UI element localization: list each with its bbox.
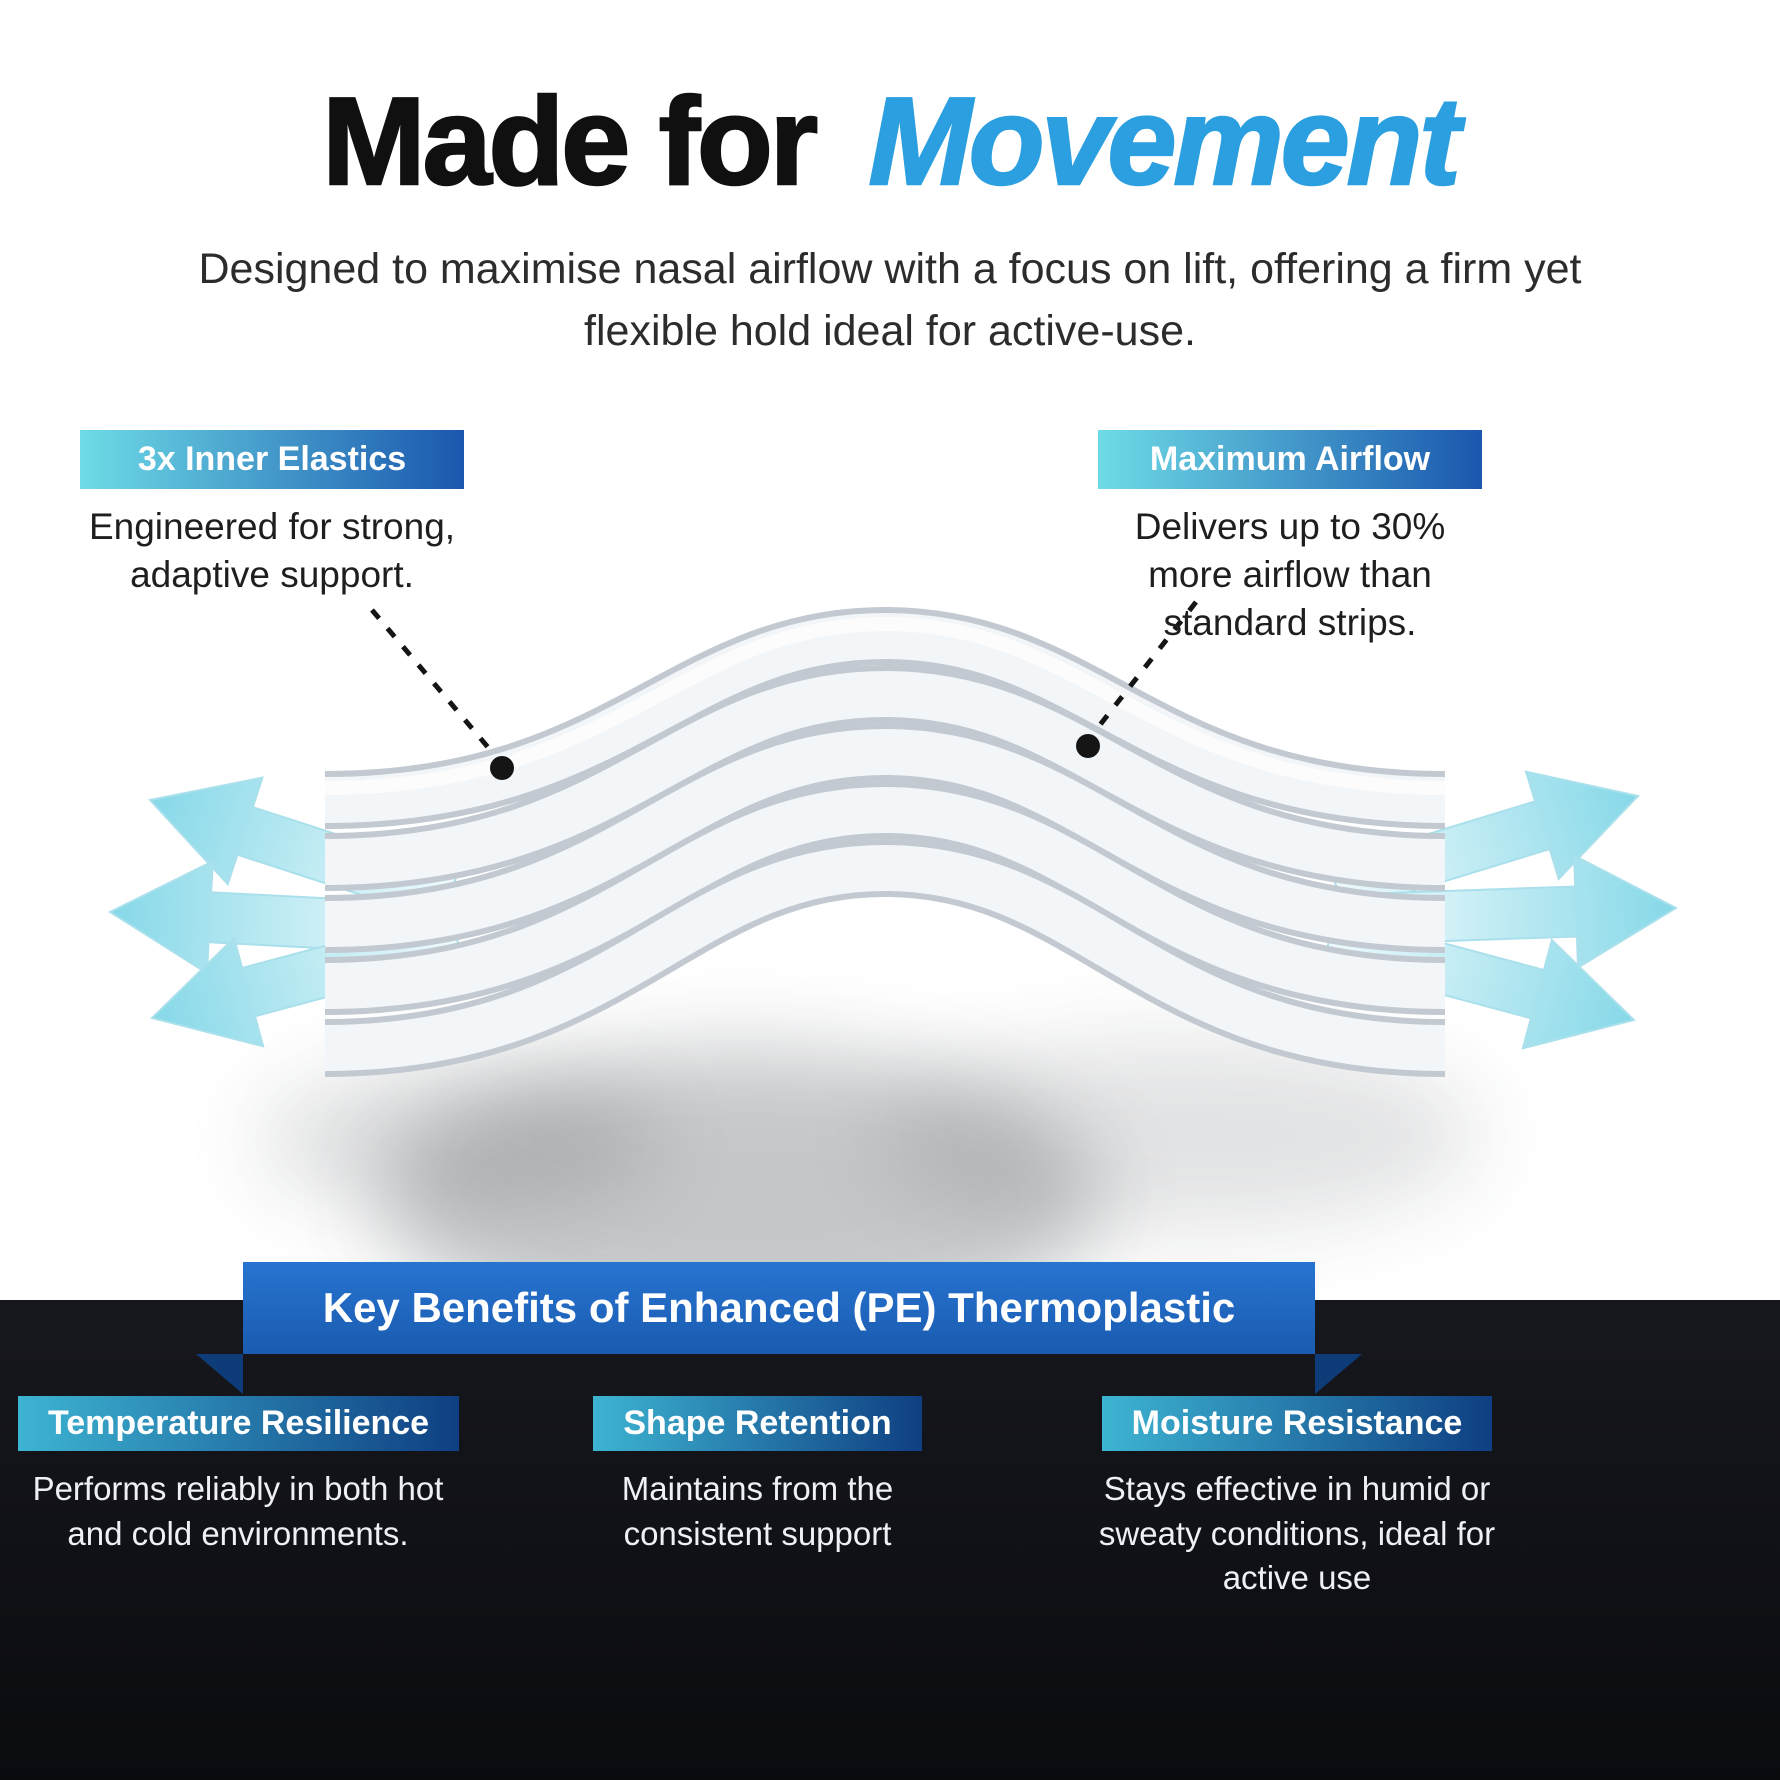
- pointer-dot: [490, 756, 514, 780]
- benefit-label: Moisture Resistance: [1101, 1396, 1493, 1451]
- callout-description: Engineered for strong, adaptive support.: [88, 506, 456, 596]
- title-primary: Made for: [321, 73, 819, 211]
- benefit-description: Maintains from the consistent support: [621, 1470, 894, 1552]
- callout-label: Maximum Airflow: [1098, 430, 1482, 489]
- benefit-description: Stays effective in humid or sweaty condi…: [1098, 1470, 1496, 1597]
- airflow-arrow-icon: [107, 859, 427, 975]
- airflow-arrow-icon: [1322, 913, 1636, 1050]
- benefit-label: Temperature Resilience: [18, 1396, 460, 1451]
- callout-description: Delivers up to 30% more airflow than sta…: [1134, 506, 1446, 644]
- benefit-shape-retention: Shape Retention Maintains from the consi…: [545, 1396, 970, 1556]
- nasal-strip-illustration: [324, 606, 1446, 1077]
- ribbon-fold-right: [1315, 1354, 1362, 1394]
- airflow-arrow-icon: [150, 911, 464, 1048]
- airflow-arrow-icon: [1328, 770, 1640, 914]
- callout-maximum-airflow: Maximum Airflow Delivers up to 30% more …: [1098, 430, 1482, 647]
- benefit-description: Performs reliably in both hot and cold e…: [32, 1470, 444, 1552]
- ribbon-title: Key Benefits of Enhanced (PE) Thermoplas…: [322, 1284, 1236, 1331]
- benefits-section: [0, 1300, 1780, 1780]
- title-accent: Movement: [867, 73, 1462, 211]
- dashed-pointer-line: [370, 608, 494, 754]
- benefit-label: Shape Retention: [593, 1396, 922, 1451]
- benefits-ribbon: Key Benefits of Enhanced (PE) Thermoplas…: [243, 1262, 1315, 1354]
- airflow-arrows: [107, 770, 1679, 1050]
- callout-label: 3x Inner Elastics: [80, 430, 464, 489]
- airflow-arrow-icon: [148, 776, 459, 923]
- benefit-temperature-resilience: Temperature Resilience Performs reliably…: [18, 1396, 460, 1556]
- ribbon-fold-left: [196, 1354, 243, 1394]
- page-title: Made for Movement: [0, 79, 1780, 206]
- page-subtitle: Designed to maximise nasal airflow with …: [198, 245, 1582, 356]
- benefit-moisture-resistance: Moisture Resistance Stays effective in h…: [1072, 1396, 1522, 1601]
- pointer-dot: [1076, 734, 1100, 758]
- callout-inner-elastics: 3x Inner Elastics Engineered for strong,…: [80, 430, 464, 599]
- airflow-arrow-icon: [1359, 853, 1679, 970]
- callout-pointers: [370, 600, 1198, 780]
